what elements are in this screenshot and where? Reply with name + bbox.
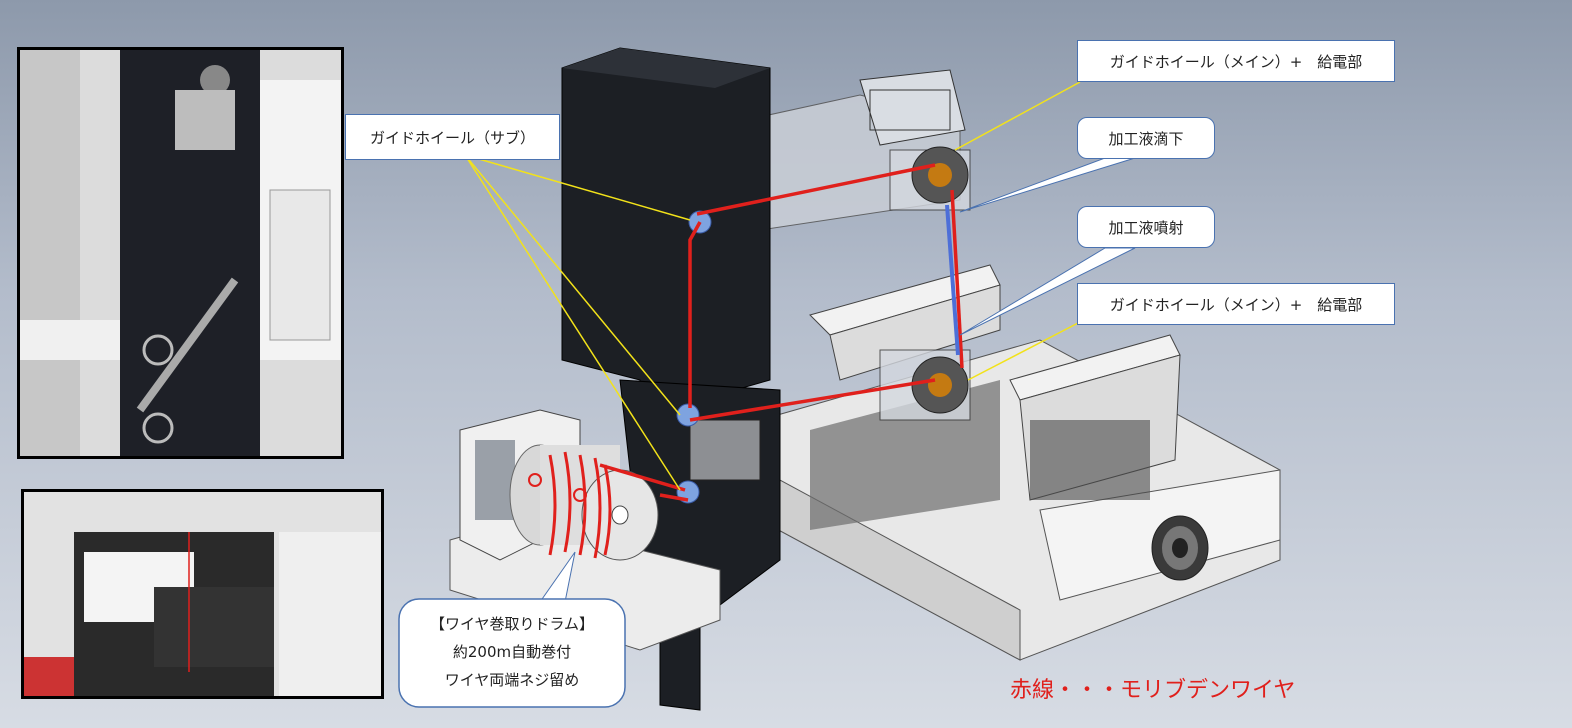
drum-bubble	[398, 598, 626, 708]
callout-guide-wheel-main-bottom: ガイドホイール（メイン）+ 給電部	[1077, 283, 1395, 325]
leader-lines	[464, 81, 1081, 491]
photo-drum-image	[24, 492, 381, 696]
drum-title: 【ワイヤ巻取りドラム】	[429, 615, 595, 633]
photo-drum	[21, 489, 384, 699]
drum-text: 【ワイヤ巻取りドラム】 約200m自動巻付 ワイヤ両端ネジ留め	[398, 610, 626, 694]
photo-column	[17, 47, 344, 459]
legend-wire: 赤線・・・モリブデンワイヤ	[1010, 678, 1296, 703]
callout-guide-wheel-main-top: ガイドホイール（メイン）+ 給電部	[1077, 40, 1395, 82]
drip-pointer	[959, 157, 1136, 213]
photo-column-image	[20, 50, 341, 456]
drum-capacity: 約200m自動巻付	[452, 643, 572, 661]
guide-wheel-main-top	[889, 146, 971, 211]
guide-wheel-main-bottom	[879, 349, 971, 421]
wire-blue-segment	[945, 204, 960, 356]
callout-guide-wheel-sub: ガイドホイール（サブ）	[345, 114, 560, 160]
callout-winding-drum: 【ワイヤ巻取りドラム】 約200m自動巻付 ワイヤ両端ネジ留め	[398, 598, 626, 708]
winding-drum	[509, 444, 659, 561]
pulley-right	[1151, 515, 1209, 581]
molybdenum-wire	[599, 163, 964, 502]
drum-fixing: ワイヤ両端ネジ留め	[444, 671, 580, 689]
callout-fluid-drip: 加工液滴下	[1077, 117, 1215, 159]
spray-pointer	[959, 247, 1136, 336]
callout-fluid-spray: 加工液噴射	[1077, 206, 1215, 248]
